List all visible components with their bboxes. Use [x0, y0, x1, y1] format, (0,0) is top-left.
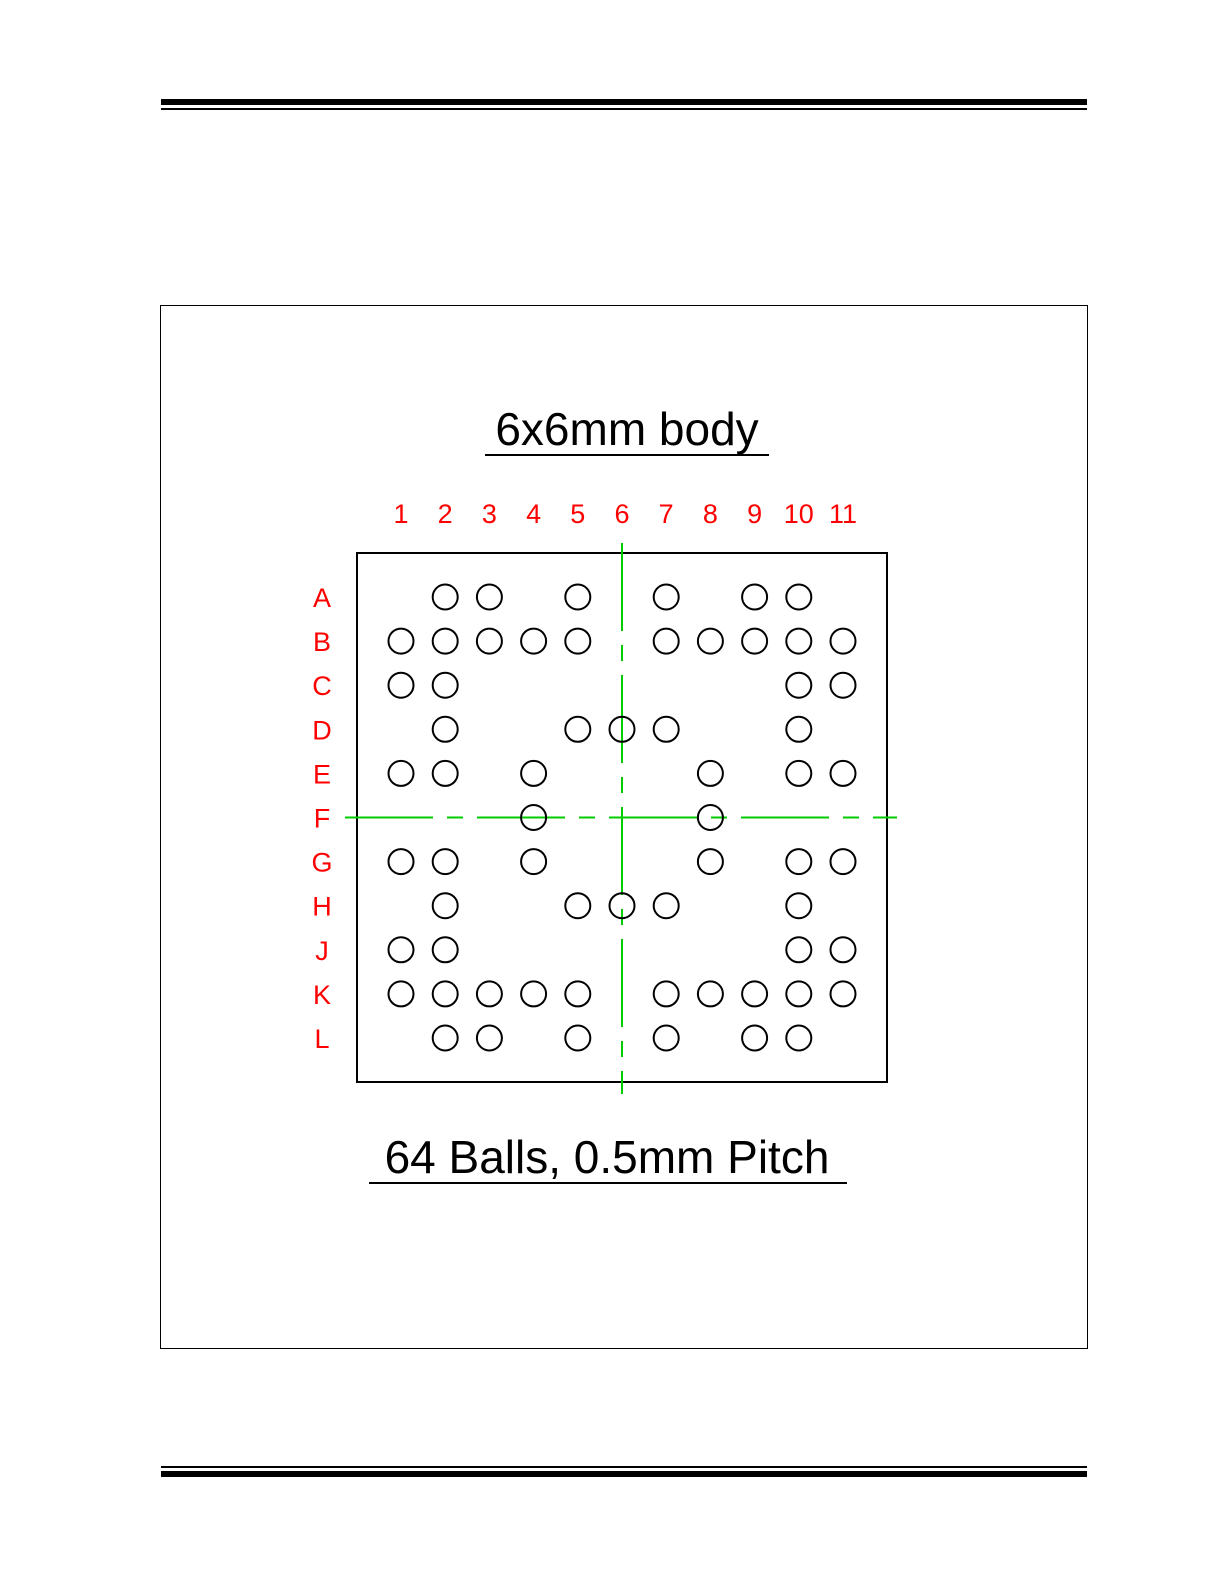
ball-G8 — [696, 848, 724, 876]
ball-B1 — [387, 627, 415, 655]
row-label: D — [312, 715, 332, 745]
ball-G2 — [431, 848, 459, 876]
row-label: L — [314, 1024, 329, 1054]
ball-E2 — [431, 759, 459, 787]
ball-C2 — [431, 671, 459, 699]
row-label: H — [312, 892, 332, 922]
ball-H2 — [431, 892, 459, 920]
column-label: 4 — [526, 499, 541, 529]
footer-rule-thin — [161, 1466, 1087, 1468]
row-label: K — [313, 980, 331, 1010]
ball-K8 — [696, 980, 724, 1008]
ball-B10 — [785, 627, 813, 655]
ball-K10 — [785, 980, 813, 1008]
column-label: 3 — [482, 499, 497, 529]
ball-A10 — [785, 583, 813, 611]
ball-B9 — [741, 627, 769, 655]
diagram-caption: 64 Balls, 0.5mm Pitch — [385, 1131, 830, 1183]
ball-J11 — [829, 936, 857, 964]
ball-J10 — [785, 936, 813, 964]
row-label: J — [315, 936, 329, 966]
ball-A9 — [741, 583, 769, 611]
ball-K9 — [741, 980, 769, 1008]
ball-H7 — [652, 892, 680, 920]
ball-K4 — [520, 980, 548, 1008]
ball-B5 — [564, 627, 592, 655]
ball-D6 — [608, 715, 636, 743]
ball-L7 — [652, 1024, 680, 1052]
ball-B8 — [696, 627, 724, 655]
ball-G1 — [387, 848, 415, 876]
row-label: A — [313, 583, 331, 613]
ball-K7 — [652, 980, 680, 1008]
ball-A5 — [564, 583, 592, 611]
ball-A2 — [431, 583, 459, 611]
ball-K11 — [829, 980, 857, 1008]
ball-A3 — [475, 583, 503, 611]
ball-D7 — [652, 715, 680, 743]
ball-A7 — [652, 583, 680, 611]
ball-F4 — [520, 804, 548, 831]
ball-C10 — [785, 671, 813, 699]
ball-E10 — [785, 759, 813, 787]
column-label: 10 — [784, 499, 814, 529]
footer-rule-heavy — [161, 1471, 1087, 1477]
ball-K3 — [475, 980, 503, 1008]
ball-L2 — [431, 1024, 459, 1052]
header-rule-thin — [161, 108, 1087, 110]
ball-H10 — [785, 892, 813, 920]
column-label: 11 — [829, 499, 857, 529]
ball-C11 — [829, 671, 857, 699]
ball-F8 — [696, 804, 724, 831]
ball-E4 — [520, 759, 548, 787]
ball-B4 — [520, 627, 548, 655]
diagram-title: 6x6mm body — [495, 403, 758, 455]
ball-grid — [387, 583, 857, 1052]
row-label: F — [314, 804, 331, 834]
ball-B2 — [431, 627, 459, 655]
column-label: 2 — [438, 499, 453, 529]
ball-G4 — [520, 848, 548, 876]
ball-G10 — [785, 848, 813, 876]
ball-L3 — [475, 1024, 503, 1052]
ball-L9 — [741, 1024, 769, 1052]
column-label: 8 — [703, 499, 718, 529]
column-label: 5 — [570, 499, 585, 529]
ball-E11 — [829, 759, 857, 787]
ball-E8 — [696, 759, 724, 787]
ball-H5 — [564, 892, 592, 920]
ball-L10 — [785, 1024, 813, 1052]
row-label: B — [313, 627, 331, 657]
ball-L5 — [564, 1024, 592, 1052]
ball-B3 — [475, 627, 503, 655]
ball-K1 — [387, 980, 415, 1008]
figure-frame — [160, 305, 1088, 1349]
ball-D10 — [785, 715, 813, 743]
ball-D5 — [564, 715, 592, 743]
ball-H6 — [608, 892, 636, 920]
ball-K2 — [431, 980, 459, 1008]
ball-C1 — [387, 671, 415, 699]
ball-K5 — [564, 980, 592, 1008]
column-label: 7 — [659, 499, 674, 529]
centerlines — [345, 543, 897, 1094]
ball-J1 — [387, 936, 415, 964]
row-label: C — [312, 671, 332, 701]
header-rule-heavy — [161, 99, 1087, 105]
ball-D2 — [431, 715, 459, 743]
ball-B11 — [829, 627, 857, 655]
ball-E1 — [387, 759, 415, 787]
ball-J2 — [431, 936, 459, 964]
row-label: G — [311, 848, 332, 878]
column-label: 9 — [747, 499, 762, 529]
ball-G11 — [829, 848, 857, 876]
column-label: 6 — [614, 499, 629, 529]
column-label: 1 — [393, 499, 408, 529]
row-label: E — [313, 759, 331, 789]
ball-B7 — [652, 627, 680, 655]
